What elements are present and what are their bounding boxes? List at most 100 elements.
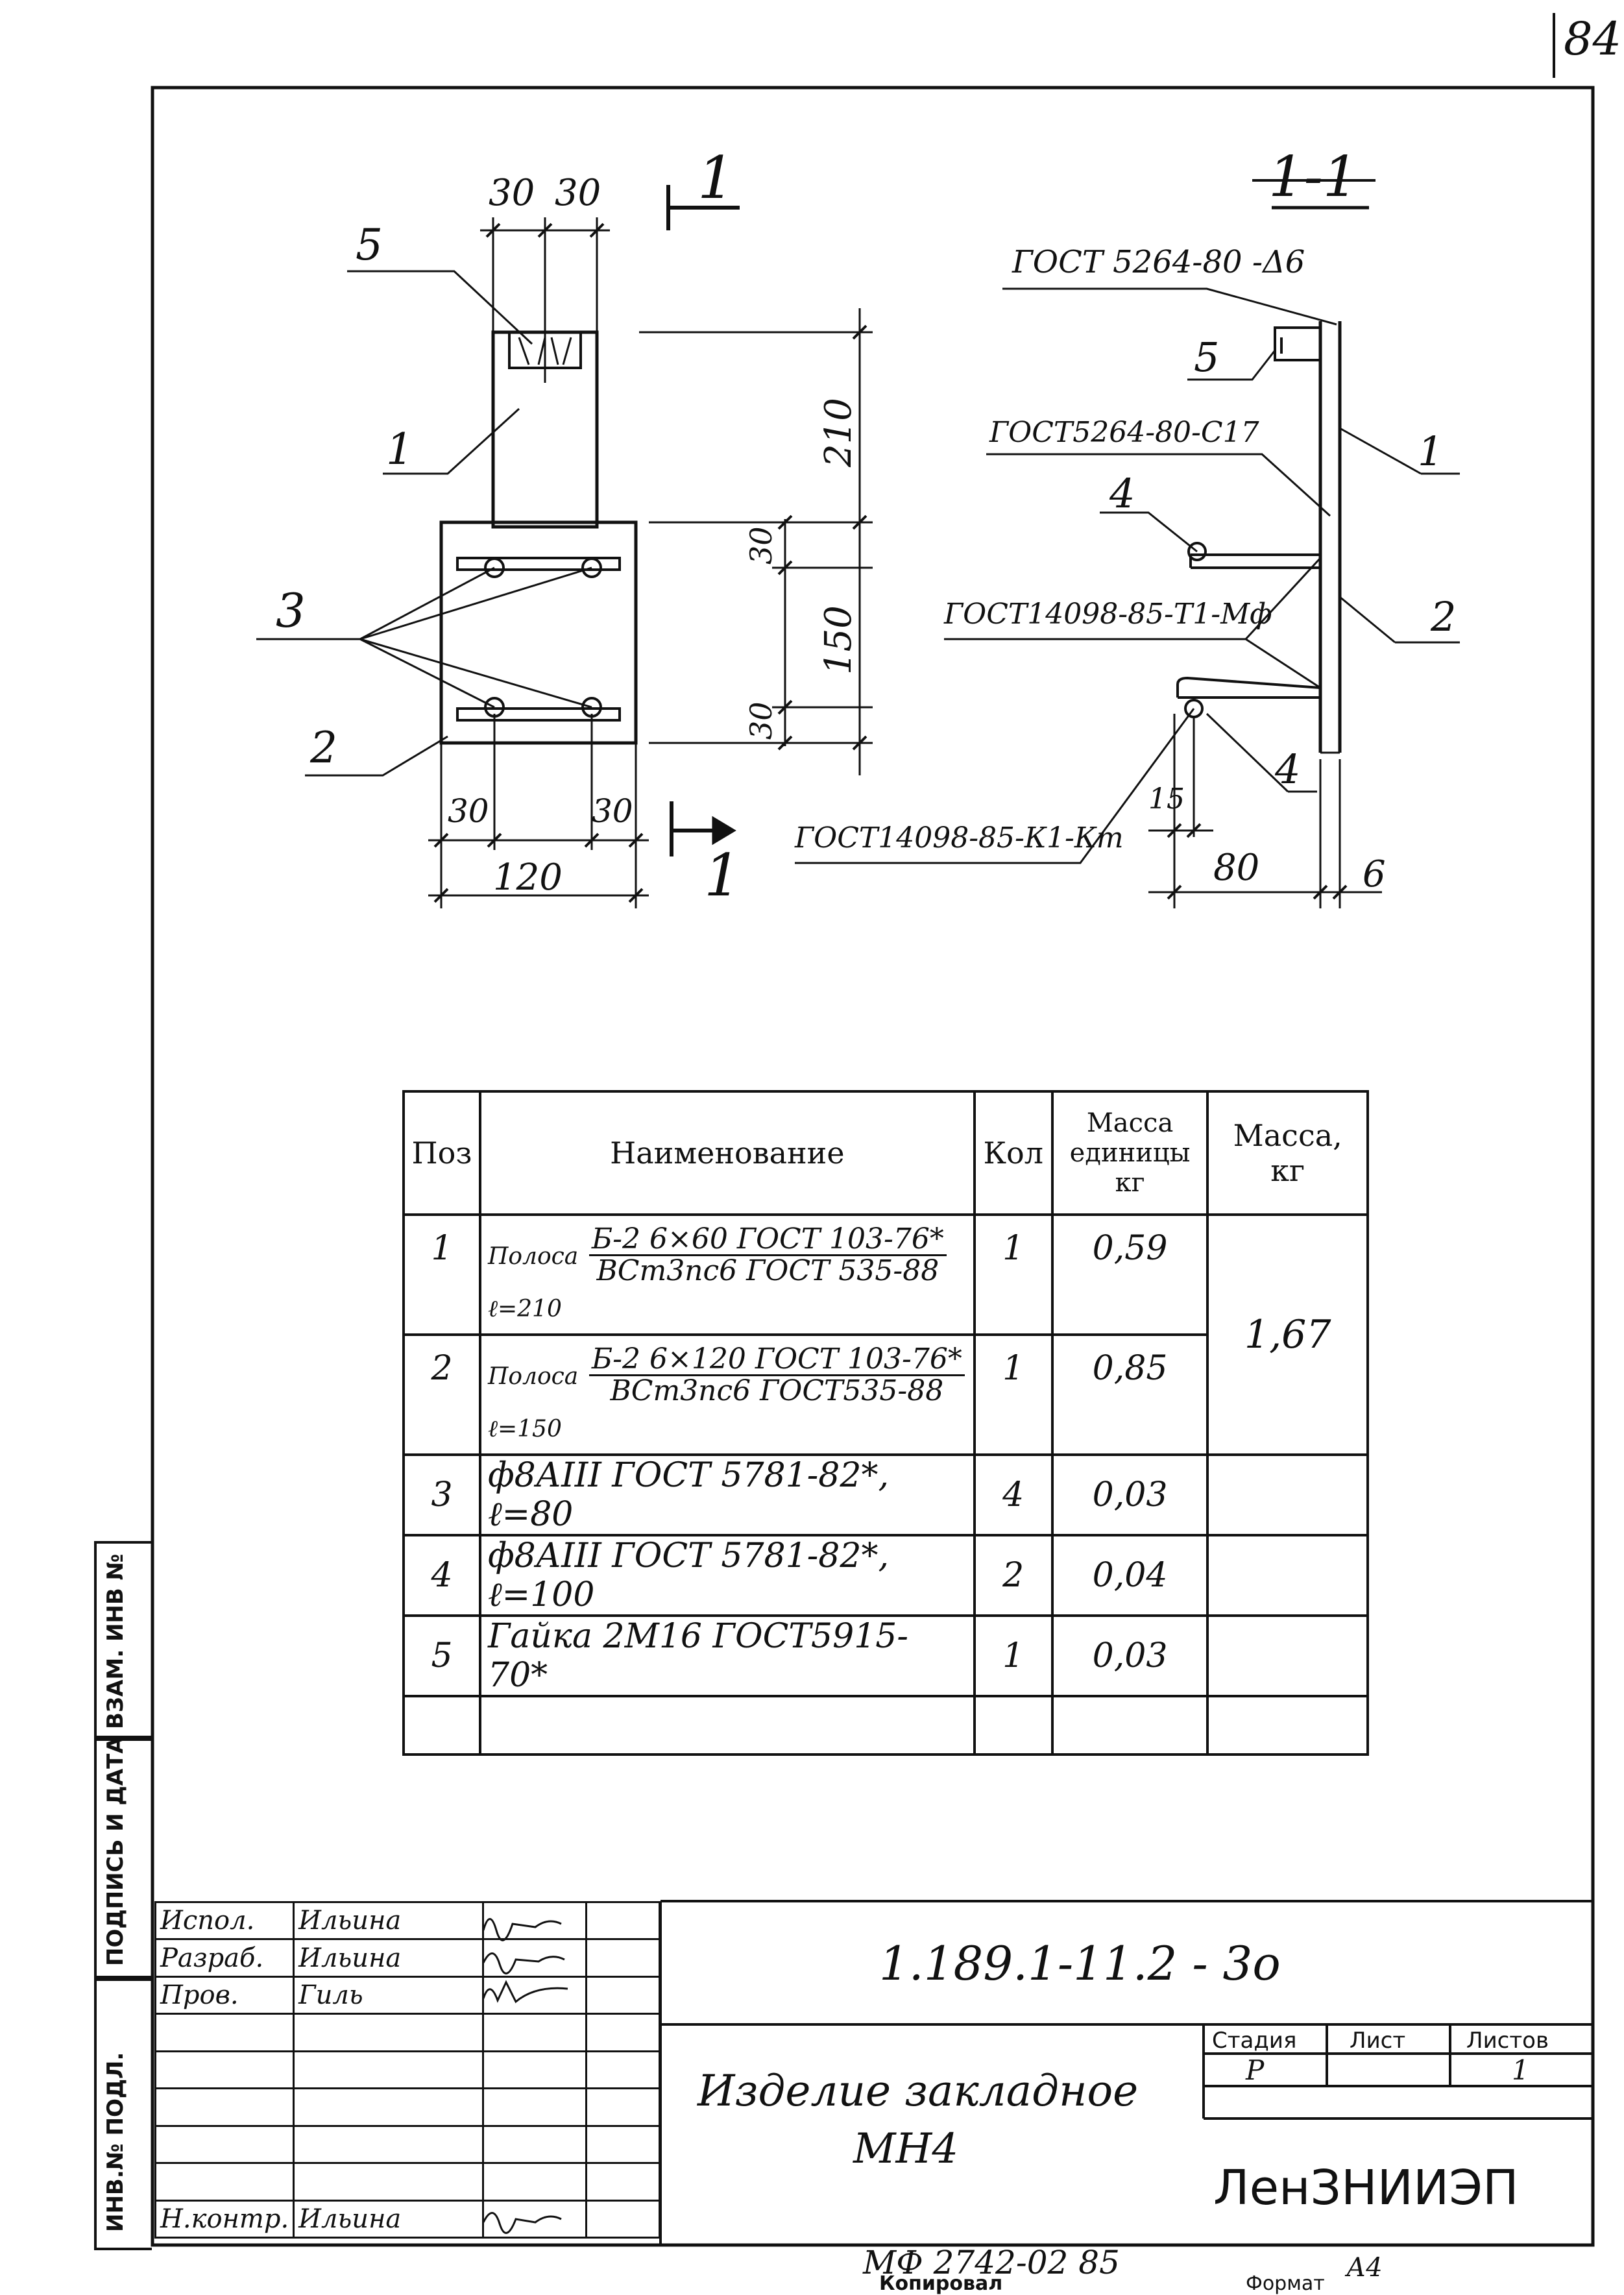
signature-scribbles — [482, 1918, 568, 2234]
table-row — [402, 1695, 1369, 1756]
section-mark-bottom: 1 — [704, 842, 742, 910]
side-stamp-inv-vzam — [94, 1541, 152, 1741]
footer-code: МФ 2742-02 85 — [863, 2244, 1120, 2281]
role — [154, 2124, 295, 2165]
side-pos-2: 2 — [1431, 593, 1457, 640]
date — [585, 2162, 661, 2202]
table-row: 2 Полоса Б-2 6×120 ГОСТ 103-76*ВСт3пс6 Г… — [402, 1333, 1368, 1456]
signature-row — [154, 2013, 661, 2052]
cell-empty — [1206, 1614, 1369, 1697]
fraction-numerator: Б-2 6×60 ГОСТ 103-76* — [588, 1224, 947, 1256]
signature-row — [154, 2124, 661, 2165]
dim-bottom-right-30: 30 — [592, 792, 633, 830]
name-fraction: Б-2 6×120 ГОСТ 103-76*ВСт3пс6 ГОСТ535-88 — [588, 1344, 965, 1406]
side-gost-t1: ГОСТ14098-85-Т1-Мф — [944, 598, 1272, 631]
front-pos-1: 1 — [386, 424, 413, 474]
signature — [481, 2050, 588, 2090]
cell-name: ф8АIII ГОСТ 5781-82*, ℓ=80 — [478, 1453, 976, 1536]
signature — [481, 2199, 588, 2239]
person-name — [293, 2087, 484, 2127]
name-prefix: Полоса — [487, 1243, 579, 1270]
signature — [481, 1938, 588, 1978]
fraction-denominator: ВСт3пс6 ГОСТ 535-88 — [596, 1254, 939, 1287]
table-row: 1 Полоса Б-2 6×60 ГОСТ 103-76*ВСт3пс6 ГО… — [402, 1213, 1369, 1456]
cell-empty — [1206, 1534, 1369, 1617]
person-name: Ильина — [293, 1900, 484, 1941]
cell-pos: 4 — [402, 1534, 481, 1617]
cell-unit-mass: 0,85 — [1050, 1333, 1209, 1456]
cell-pos: 2 — [402, 1333, 481, 1456]
table-row: 3 ф8АIII ГОСТ 5781-82*, ℓ=80 4 0,03 — [402, 1453, 1369, 1536]
role: Н.контр. — [154, 2199, 295, 2239]
col-mass: Масса, кг — [1206, 1090, 1369, 1216]
dim-210: 210 — [818, 398, 860, 467]
sheets-header: Листов — [1466, 2028, 1549, 2054]
side-text-inv-vzam: ВЗАМ. ИНВ № — [103, 1553, 128, 1729]
date — [585, 2199, 661, 2239]
sheets-value: 1 — [1512, 2054, 1529, 2086]
cell-total-mass: 1,67 — [1206, 1213, 1369, 1456]
name-prefix: Полоса — [487, 1363, 579, 1390]
signature-row: Пров.Гиль — [154, 1975, 661, 2015]
role — [154, 2050, 295, 2090]
person-name: Гиль — [293, 1975, 484, 2015]
cell-name: ф8АIII ГОСТ 5781-82*, ℓ=100 — [478, 1534, 976, 1617]
cell-name: Полоса Б-2 6×120 ГОСТ 103-76*ВСт3пс6 ГОС… — [478, 1333, 976, 1456]
dim-30-upper: 30 — [744, 526, 779, 565]
person-name: Ильина — [293, 2199, 484, 2239]
cell-empty — [478, 1695, 976, 1756]
person-name — [293, 2124, 484, 2165]
table-row: 5 Гайка 2М16 ГОСТ5915-70* 1 0,03 — [402, 1614, 1369, 1697]
col-unit-mass: Масса единицы кг — [1050, 1090, 1209, 1216]
role: Пров. — [154, 1975, 295, 2015]
signature — [481, 2013, 588, 2052]
signature-row: Испол.Ильина — [154, 1900, 661, 1941]
footer-copied: Копировал — [879, 2272, 1003, 2295]
cell-pos: 5 — [402, 1614, 481, 1697]
side-dim-6: 6 — [1363, 853, 1386, 895]
front-pos-5: 5 — [356, 220, 383, 270]
cell-empty — [973, 1695, 1054, 1756]
signature — [481, 1975, 588, 2015]
role: Испол. — [154, 1900, 295, 1941]
specification-table: Поз Наименование Кол Масса единицы кг Ма… — [402, 1090, 1369, 1756]
cell-empty — [1206, 1453, 1369, 1536]
cell-pos: 3 — [402, 1453, 481, 1536]
date — [585, 1900, 661, 1941]
footer-format-value: А4 — [1346, 2253, 1383, 2283]
dim-120: 120 — [493, 856, 563, 899]
col-pos: Поз — [402, 1090, 481, 1216]
name-suffix: ℓ=210 — [487, 1296, 562, 1323]
cell-unit-mass: 0,04 — [1050, 1534, 1209, 1617]
side-pos-1: 1 — [1418, 428, 1444, 475]
side-text-inv-podl: ИНВ.№ ПОДЛ. — [103, 2052, 128, 2232]
signature-table: Испол.Ильина Разраб.Ильина Пров.Гиль Н.к… — [154, 1900, 661, 2239]
side-gost-k1: ГОСТ14098-85-К1-Кт — [795, 821, 1124, 855]
role — [154, 2013, 295, 2052]
title-block: Испол.Ильина Разраб.Ильина Пров.Гиль Н.к… — [154, 1900, 1588, 2239]
front-pos-2: 2 — [310, 723, 337, 773]
date — [585, 2087, 661, 2127]
spec-header-row: Поз Наименование Кол Масса единицы кг Ма… — [402, 1090, 1369, 1216]
side-pos-4-top: 4 — [1109, 470, 1135, 517]
stage-value: Р — [1246, 2054, 1265, 2086]
product-code: МН4 — [853, 2125, 959, 2173]
dim-top-right: 30 — [555, 172, 601, 214]
stage-header: Стадия — [1212, 2028, 1297, 2054]
side-pos-4-bottom: 4 — [1275, 746, 1301, 793]
side-text-sign-date: ПОДПИСЬ И ДАТА — [103, 1736, 128, 1966]
date — [585, 1975, 661, 2015]
cell-qty: 4 — [973, 1453, 1054, 1536]
name-fraction: Б-2 6×60 ГОСТ 103-76*ВСт3пс6 ГОСТ 535-88 — [588, 1224, 947, 1287]
signature — [481, 2162, 588, 2202]
role — [154, 2162, 295, 2202]
cell-unit-mass: 0,03 — [1050, 1453, 1209, 1536]
side-gost-top: ГОСТ 5264-80 -Δ6 — [1012, 244, 1305, 280]
footer-format-label: Формат — [1246, 2272, 1325, 2295]
signature-row — [154, 2162, 661, 2202]
cell-qty: 2 — [973, 1534, 1054, 1617]
fraction-numerator: Б-2 6×120 ГОСТ 103-76* — [588, 1344, 965, 1376]
dim-30-lower: 30 — [744, 701, 779, 740]
cell-empty — [1050, 1695, 1209, 1756]
